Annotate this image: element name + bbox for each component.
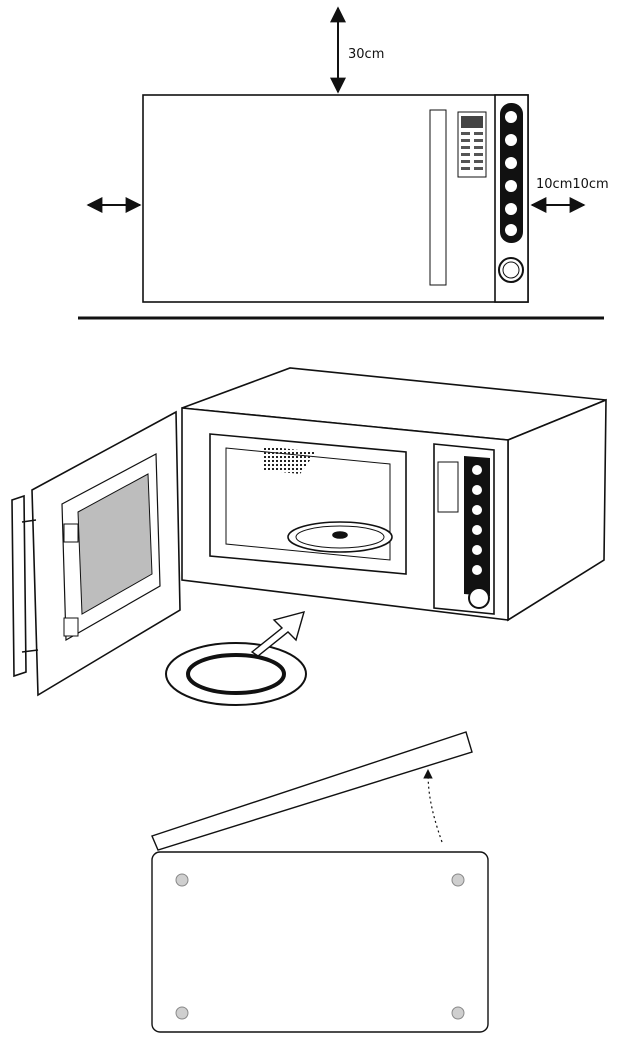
door-window bbox=[77, 473, 153, 615]
side-clearance-label: 10cm10cm bbox=[536, 177, 609, 192]
clearance-front-view: 30cm 10cm10cm bbox=[78, 6, 609, 320]
display-block bbox=[457, 111, 487, 178]
dashed-curved-arrow-icon bbox=[423, 769, 443, 843]
door-handle bbox=[11, 494, 27, 678]
corner-bolts bbox=[175, 873, 465, 1020]
door-handle-strip bbox=[429, 109, 447, 286]
insert-arrow-icon bbox=[250, 611, 306, 657]
panel-buttons bbox=[505, 111, 517, 236]
base-box bbox=[151, 851, 489, 1033]
packaging-lift-view bbox=[151, 731, 489, 1033]
top-clearance-label: 30cm bbox=[348, 47, 384, 62]
cavity-vent bbox=[262, 446, 316, 474]
open-control-knob bbox=[468, 587, 490, 609]
open-microwave-view bbox=[11, 367, 607, 706]
lifted-lid bbox=[151, 731, 473, 851]
